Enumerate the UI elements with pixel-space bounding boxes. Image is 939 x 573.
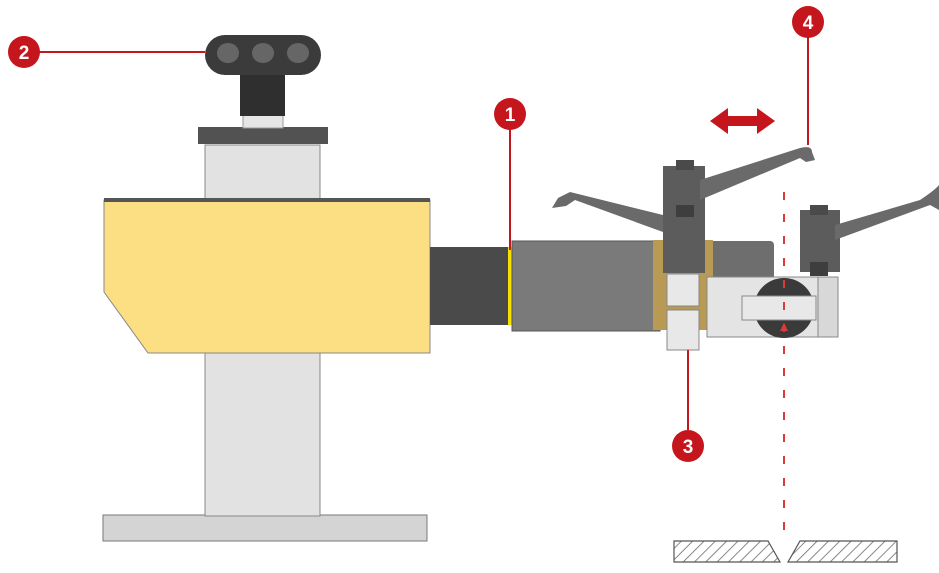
callout-1-label: 1 — [505, 105, 516, 126]
base-plate — [102, 514, 428, 542]
position-marker — [508, 247, 512, 325]
clamp-lever-left[interactable] — [552, 147, 815, 246]
callout-4-label: 4 — [803, 13, 814, 34]
arm-inner — [430, 247, 510, 325]
callout-3-label: 3 — [683, 437, 694, 458]
slide-top-rail — [104, 198, 430, 202]
callout-2-label: 2 — [19, 43, 30, 64]
callout-4: 4 — [792, 6, 824, 38]
clamp-lever-right[interactable] — [800, 185, 939, 276]
knob-collar — [242, 114, 284, 129]
knob-shaft — [240, 72, 285, 116]
callout-2: 2 — [8, 36, 40, 68]
arm-outer — [511, 240, 661, 332]
adjustment-knob[interactable] — [205, 35, 321, 75]
torch-holder-right — [817, 276, 839, 338]
workpiece-right — [786, 540, 898, 563]
column-cap — [198, 127, 328, 144]
callout-3: 3 — [672, 430, 704, 462]
rod-clamp-lower — [666, 309, 700, 351]
torch-slot — [741, 295, 817, 321]
rod-clamp-upper — [666, 273, 700, 307]
workpiece-left — [673, 540, 782, 563]
callout-1: 1 — [494, 98, 526, 130]
torch-axis-arrow — [780, 323, 788, 331]
slide-body — [103, 199, 431, 354]
clamp-block-left — [663, 243, 705, 273]
double-arrow-icon — [710, 108, 775, 134]
